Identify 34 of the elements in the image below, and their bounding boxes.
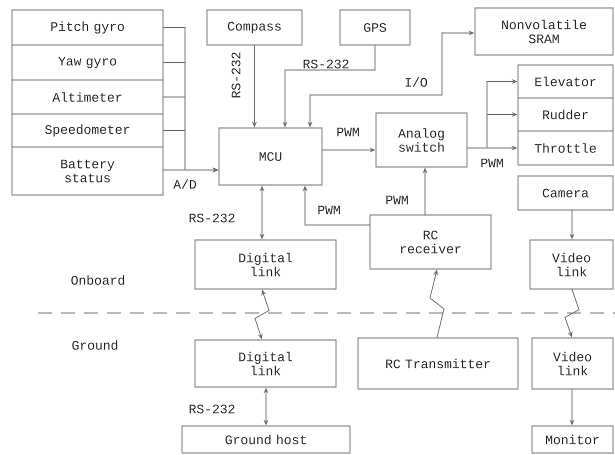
block-box: Monitor bbox=[532, 426, 614, 454]
block-box: Camera bbox=[518, 176, 614, 210]
block-box: Digital link bbox=[194, 340, 336, 388]
block-box: Yaw gyro bbox=[12, 44, 164, 80]
block-box: Digital link bbox=[194, 240, 336, 290]
block-box: Altimeter bbox=[12, 80, 164, 114]
edge-label: PWM bbox=[316, 204, 342, 216]
edge-label: A/D bbox=[172, 178, 198, 190]
block-box: Video link bbox=[532, 338, 614, 390]
block-box: Throttle bbox=[518, 130, 614, 166]
block-box: Video link bbox=[530, 240, 614, 290]
edge-label: PWM bbox=[335, 126, 361, 138]
region-label: Ground bbox=[72, 340, 118, 350]
edge-label: PWM bbox=[384, 194, 410, 206]
edge-label: PWM bbox=[479, 158, 505, 168]
block-box: GPS bbox=[340, 10, 410, 46]
block-box: Battery status bbox=[12, 146, 164, 196]
edge-label: RS-232 bbox=[188, 212, 236, 224]
region-label: Onboard bbox=[71, 275, 124, 285]
edge-label: RS-232 bbox=[230, 50, 242, 100]
block-box: RC receiver bbox=[370, 214, 492, 270]
block-box: Ground host bbox=[182, 426, 350, 454]
block-box: Pitch gyro bbox=[12, 10, 164, 46]
block-box: RC Transmitter bbox=[358, 338, 518, 390]
edge-label: RS-232 bbox=[302, 58, 350, 70]
block-box: Elevator bbox=[518, 64, 614, 98]
block-box: Nonvolatile SRAM bbox=[474, 8, 614, 56]
edge-label: I/O bbox=[403, 76, 429, 88]
block-box: MCU bbox=[218, 128, 322, 186]
block-box: Compass bbox=[206, 10, 302, 46]
edge-label: RS-232 bbox=[188, 404, 236, 414]
block-box: Analog switch bbox=[376, 112, 468, 168]
block-box: Rudder bbox=[518, 98, 614, 132]
block-box: Speedometer bbox=[12, 114, 164, 148]
